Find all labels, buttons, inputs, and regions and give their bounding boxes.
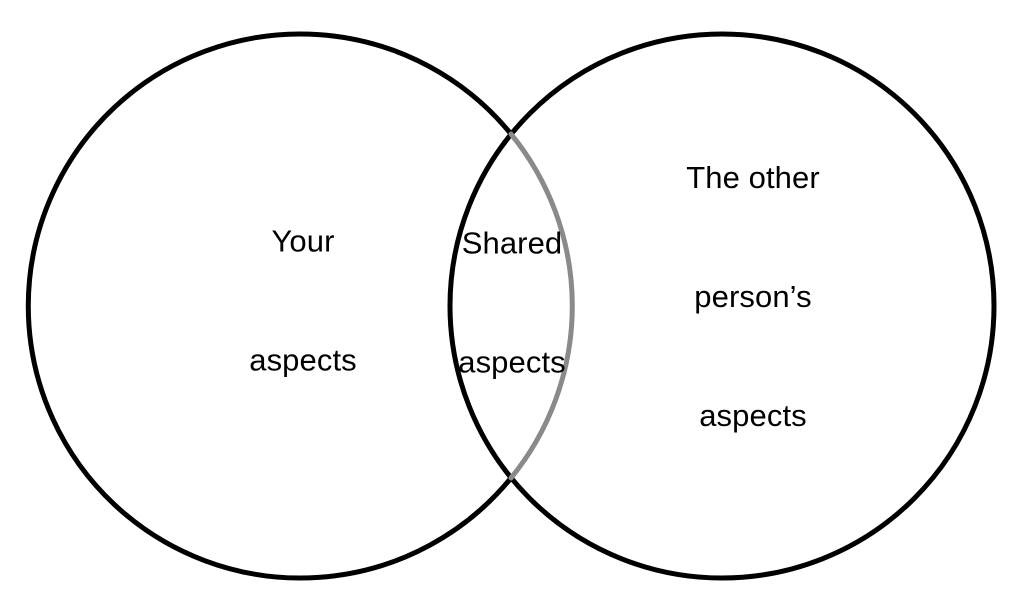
label-your-aspects-line-1: Your: [271, 223, 335, 259]
label-shared-aspects-line-2: aspects: [458, 344, 566, 380]
your-aspects-circle-outer-arc: [25, 31, 514, 581]
label-shared-aspects-line-1: Shared: [461, 225, 563, 261]
label-shared-aspects: Shared aspects: [458, 144, 566, 461]
label-other-person-aspects-line-1: The other: [686, 160, 820, 196]
label-your-aspects-line-2: aspects: [249, 342, 357, 378]
label-other-person-aspects: The other person’s aspects: [686, 79, 820, 515]
label-other-person-aspects-line-3: aspects: [699, 398, 807, 434]
label-your-aspects: Your aspects: [249, 142, 357, 459]
label-other-person-aspects-line-2: person’s: [694, 279, 812, 315]
shared-aspects-lens-arc: [508, 131, 575, 481]
other-person-aspects-circle: [447, 31, 997, 581]
